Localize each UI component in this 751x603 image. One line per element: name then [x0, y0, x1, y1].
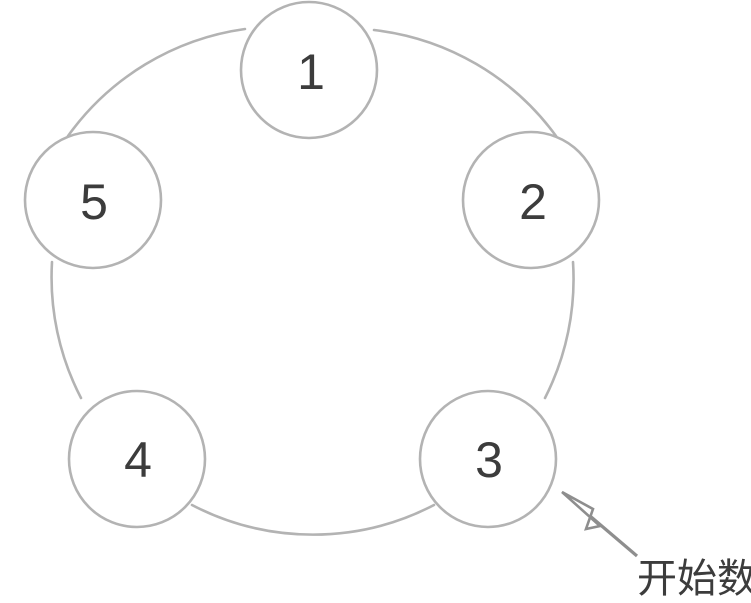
node-circle-4[interactable]: [67, 389, 207, 529]
node-label-5: 5: [80, 174, 108, 230]
edge-3-to-4: [190, 503, 436, 536]
node-circle-2[interactable]: [461, 130, 601, 270]
edge-2-to-3: [543, 260, 575, 400]
start-annotation-arrow: [561, 490, 639, 558]
node-label-1: 1: [297, 44, 325, 100]
node-label-2: 2: [519, 174, 547, 230]
node-group: [23, 0, 601, 529]
node-circle-5[interactable]: [23, 130, 163, 270]
edge-4-to-5: [50, 260, 83, 400]
start-annotation-label: 开始数: [637, 556, 751, 602]
arrow-head-icon: [561, 490, 603, 531]
node-circle-1[interactable]: [239, 0, 379, 140]
edge-5-to-1: [66, 27, 247, 138]
edge-1-to-2: [372, 28, 558, 138]
node-label-3: 3: [475, 432, 503, 488]
node-circle-3[interactable]: [418, 389, 558, 529]
node-label-group: 1 2 3 4 5: [80, 44, 547, 488]
edge-group: [50, 27, 575, 536]
node-label-4: 4: [124, 432, 152, 488]
